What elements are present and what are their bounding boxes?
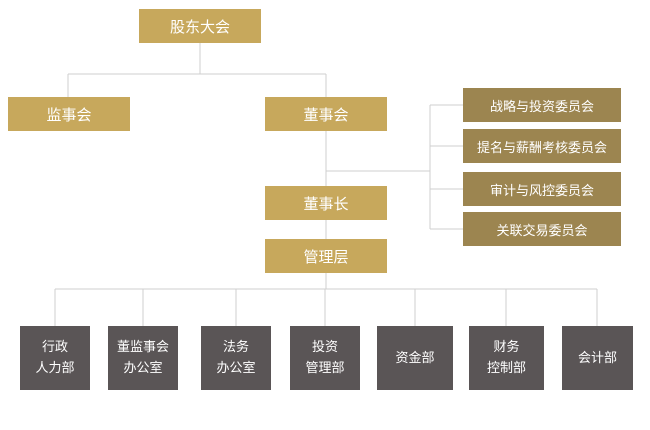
- dept-label-line-2: 办公室: [216, 361, 256, 376]
- node-dept-investment-management: 投资 管理部: [290, 326, 360, 390]
- dept-label-line-2: 控制部: [486, 361, 526, 376]
- committee-label: 提名与薪酬考核委员会: [476, 140, 607, 156]
- dept-label-line-1: 财务: [493, 340, 520, 355]
- dept-label-line-1: 董监事会: [116, 340, 169, 355]
- dept-label-line-2: 人力部: [35, 361, 75, 376]
- node-chairman: 董事长: [265, 186, 387, 220]
- node-dept-accounting: 会计部: [562, 326, 633, 390]
- dept-label-line-2: 办公室: [123, 361, 163, 376]
- node-dept-treasury: 资金部: [377, 326, 453, 390]
- node-management-label: 管理层: [303, 247, 349, 266]
- dept-label-line-1: 投资: [311, 340, 338, 355]
- node-shareholders-meeting-label: 股东大会: [169, 17, 230, 36]
- node-supervisory-board-label: 监事会: [46, 105, 92, 124]
- dept-label-line-1: 法务: [222, 340, 249, 355]
- node-committee-audit-risk: 审计与风控委员会: [463, 172, 621, 206]
- node-committee-nomination-compensation: 提名与薪酬考核委员会: [463, 129, 621, 163]
- node-dept-finance-control: 财务 控制部: [469, 326, 544, 390]
- connector-lines: [54, 43, 598, 326]
- dept-label-line-2: 管理部: [305, 361, 345, 376]
- node-board-of-directors: 董事会: [265, 97, 387, 131]
- node-board-of-directors-label: 董事会: [303, 105, 349, 124]
- node-committee-strategy-investment: 战略与投资委员会: [463, 88, 621, 122]
- committee-label: 关联交易委员会: [496, 223, 588, 239]
- node-chairman-label: 董事长: [303, 194, 349, 213]
- node-dept-legal-office: 法务 办公室: [201, 326, 271, 390]
- node-management: 管理层: [265, 239, 387, 273]
- committee-label: 战略与投资委员会: [489, 99, 594, 115]
- dept-label-line-1: 行政: [41, 340, 68, 355]
- dept-label-line-1: 资金部: [395, 350, 435, 366]
- dept-label-line-1: 会计部: [577, 350, 617, 366]
- committee-label: 审计与风控委员会: [489, 183, 594, 199]
- node-shareholders-meeting: 股东大会: [139, 9, 261, 43]
- node-committee-related-transactions: 关联交易委员会: [463, 212, 621, 246]
- node-dept-board-office: 董监事会 办公室: [108, 326, 178, 390]
- node-supervisory-board: 监事会: [8, 97, 130, 131]
- node-dept-admin-hr: 行政 人力部: [20, 326, 90, 390]
